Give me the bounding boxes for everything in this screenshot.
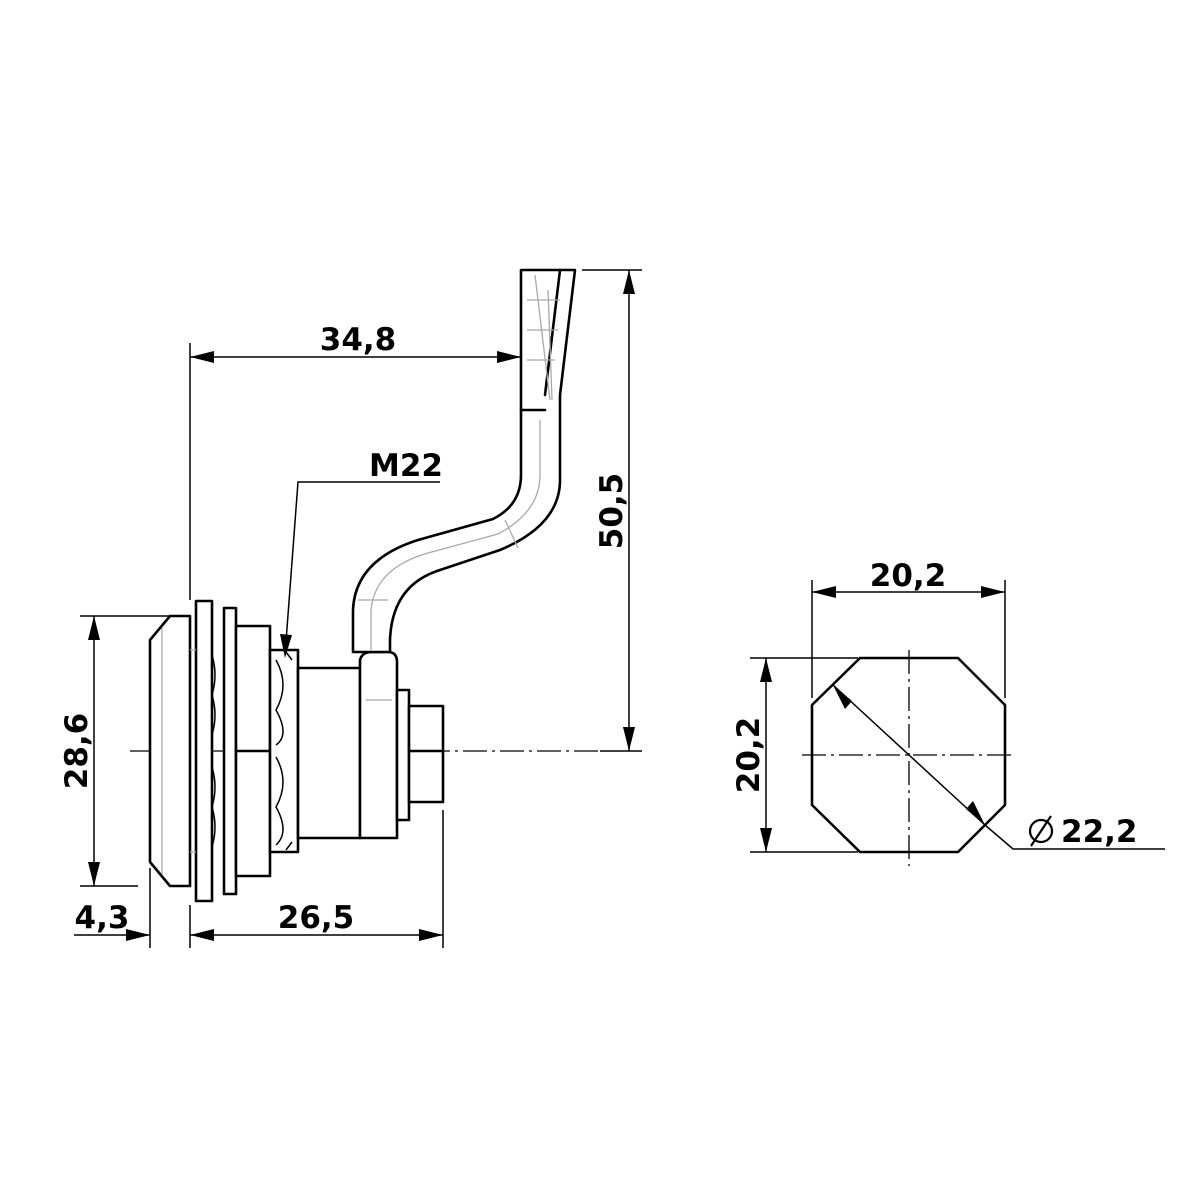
dim-label-body-length: 26,5	[278, 900, 355, 936]
spindle-tip	[407, 704, 445, 804]
dimension-handle-height: 50,5	[582, 269, 642, 752]
dim-label-across-corners: 22,2	[1061, 814, 1138, 850]
diameter-symbol-icon	[1028, 815, 1054, 847]
dimension-flange-thickness: 4,3	[74, 868, 214, 948]
dim-label-square-width: 20,2	[870, 558, 947, 594]
washer-1	[194, 599, 214, 903]
dimension-across-corners: 22,2	[832, 684, 1165, 850]
dim-label-square-height: 20,2	[731, 717, 767, 794]
dim-label-flange-thickness: 4,3	[75, 900, 130, 936]
handle-hidden-lines	[358, 274, 560, 650]
cam-collar	[358, 650, 399, 840]
dimension-square-height: 20,2	[731, 657, 858, 853]
washer-2	[222, 606, 238, 896]
lock-body	[296, 666, 362, 840]
threaded-shaft	[268, 648, 300, 854]
bent-handle	[351, 268, 577, 654]
front-view	[802, 650, 1016, 866]
thread-callout: M22	[280, 448, 443, 658]
dim-label-thread: M22	[369, 448, 443, 484]
front-thread	[190, 649, 216, 853]
front-flange	[148, 614, 192, 888]
side-view	[130, 268, 600, 903]
dimension-square-width: 20,2	[811, 558, 1006, 698]
spindle	[395, 688, 411, 822]
dim-label-handle-height: 50,5	[594, 473, 630, 550]
dimension-flange-diameter: 28,6	[59, 615, 170, 887]
dim-label-flange-diameter: 28,6	[59, 713, 95, 790]
dimension-body-length: 26,5	[190, 810, 444, 948]
dim-label-handle-reach: 34,8	[320, 322, 397, 358]
dimension-handle-reach: 34,8	[189, 322, 521, 600]
